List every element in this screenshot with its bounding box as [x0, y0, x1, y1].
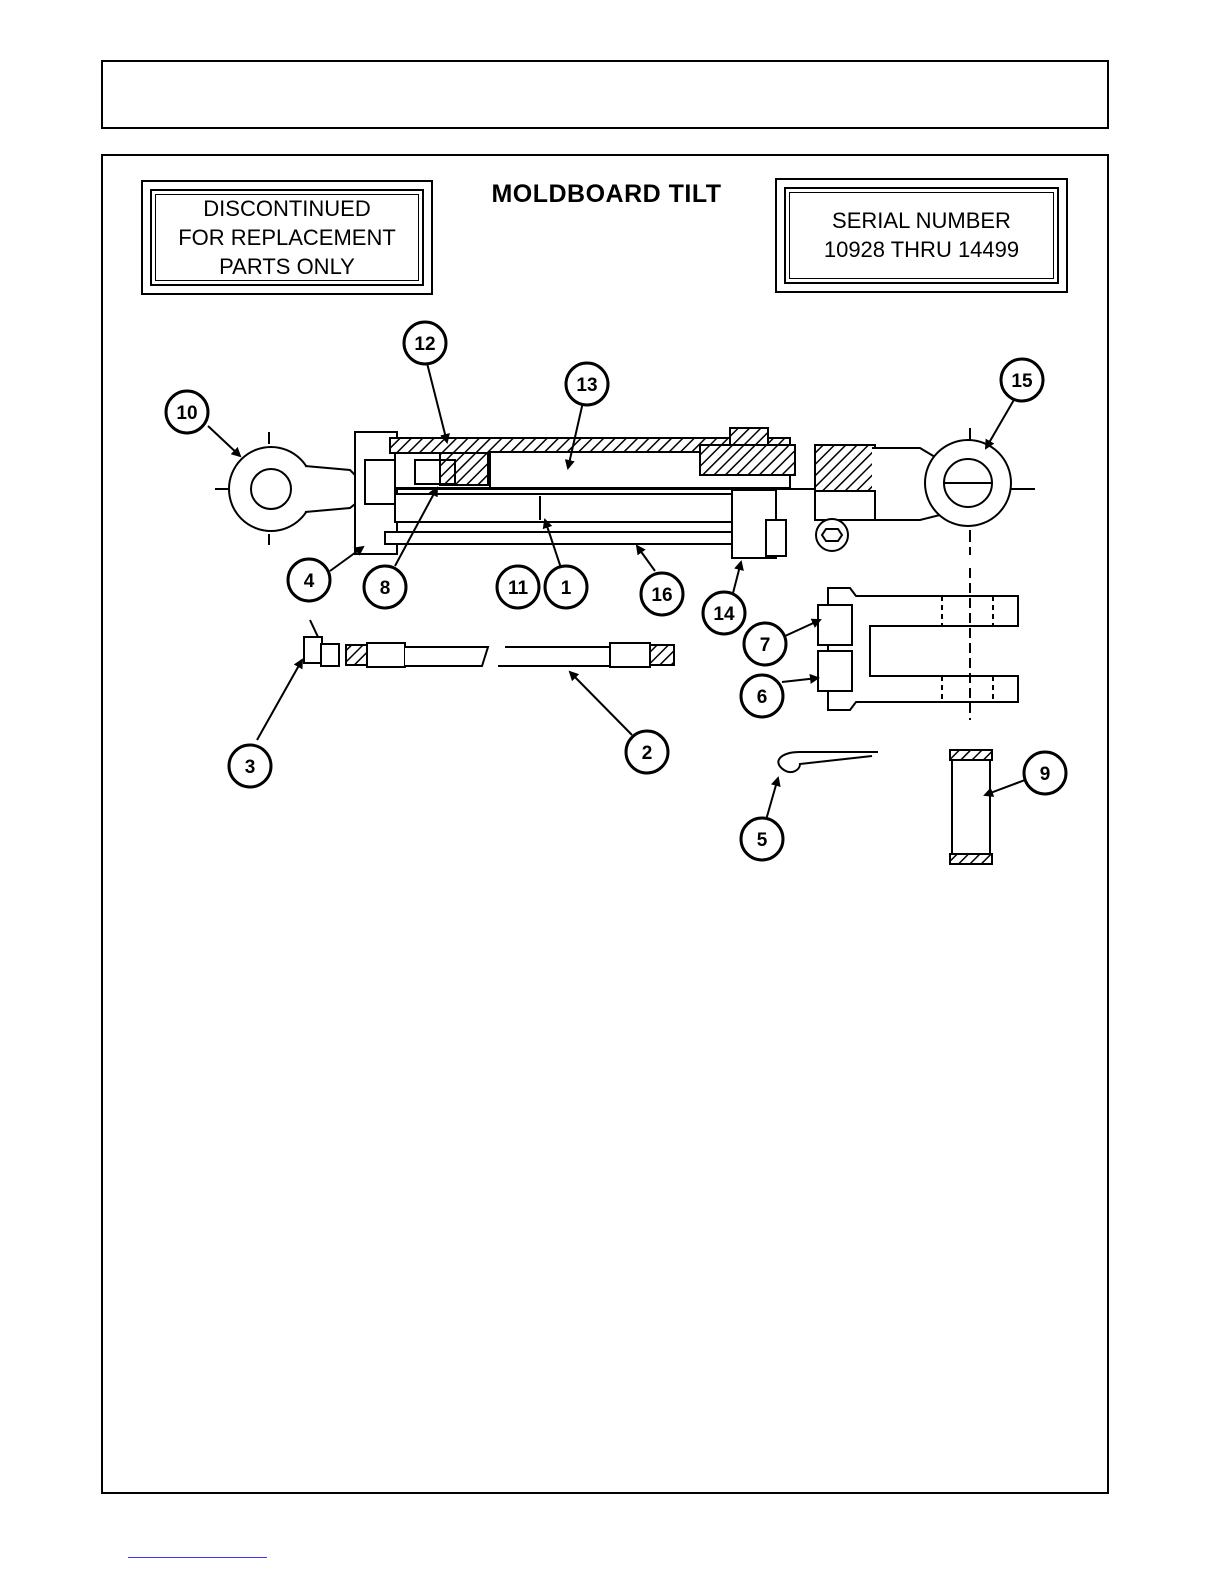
pin-part-9	[950, 750, 992, 864]
callout-label-2: 2	[642, 743, 653, 764]
callout-label-16: 16	[651, 585, 672, 606]
callout-label-5: 5	[757, 830, 768, 851]
callout-label-6: 6	[757, 687, 768, 708]
callout-label-11: 11	[508, 578, 529, 599]
callout-label-10: 10	[176, 403, 197, 424]
callout-label-12: 12	[414, 334, 435, 355]
callout-label-4: 4	[304, 571, 315, 592]
callout-label-13: 13	[576, 375, 597, 396]
leader-lines	[208, 363, 1025, 820]
footer-link-underline[interactable]	[128, 1557, 267, 1558]
callout-label-7: 7	[760, 635, 771, 656]
callout-label-14: 14	[713, 604, 735, 625]
callout-label-9: 9	[1040, 764, 1051, 785]
clevis-assembly	[818, 568, 1018, 720]
callout-label-8: 8	[380, 578, 391, 599]
callout-label-15: 15	[1011, 371, 1033, 392]
hairpin-pin	[778, 752, 878, 772]
callout-label-1: 1	[561, 578, 572, 599]
callout-label-3: 3	[245, 757, 256, 778]
cylinder-assembly	[215, 428, 1035, 558]
hose-assembly	[304, 620, 674, 667]
